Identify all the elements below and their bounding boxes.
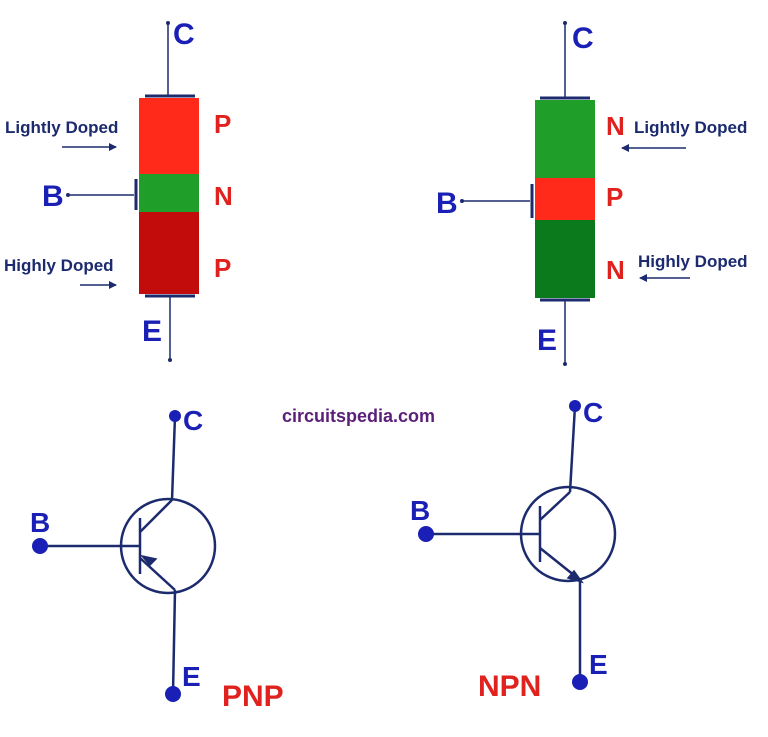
pnp-symbol-emitter-diagonal [139,557,176,591]
npn-block-layer-label-top: N [606,111,625,141]
npn-block-base-dot [460,199,464,203]
npn-block-diagram: C B E N P N Lightly Doped Highly Doped [436,21,748,366]
pnp-symbol-base-terminal [32,538,48,554]
npn-symbol: C B E NPN [410,397,617,703]
npn-symbol-name: NPN [478,670,541,703]
npn-symbol-collector-label: C [583,397,603,428]
pnp-block-layer-p-bottom [139,212,199,294]
npn-block-collector-dot [563,21,567,25]
npn-symbol-collector-terminal [569,400,581,412]
pnp-block-base-dot [66,193,70,197]
pnp-symbol-base-label: B [30,507,50,538]
npn-block-layer-label-bottom: N [606,255,625,285]
npn-block-emitter-dot [563,362,567,366]
pnp-symbol-collector-label: C [183,405,203,436]
pnp-block-emitter-dot [168,358,172,362]
pnp-block-collector-dot [166,21,170,25]
npn-block-lightly-doped-label: Lightly Doped [634,118,747,137]
pnp-symbol-name: PNP [222,680,284,713]
npn-symbol-emitter-arrow [566,569,584,584]
pnp-symbol-collector-terminal [169,410,181,422]
pnp-block-base-label: B [42,180,64,213]
npn-block-emitter-label: E [537,324,557,357]
pnp-symbol: C B E PNP [30,405,284,713]
npn-block-layer-label-middle: P [606,182,623,212]
pnp-block-layer-label-top: P [214,109,231,139]
pnp-block-collector-label: C [173,18,195,51]
website-label: circuitspedia.com [282,406,435,426]
pnp-symbol-emitter-arrow [139,554,158,567]
pnp-block-highly-doped-label: Highly Doped [4,256,114,275]
pnp-symbol-emitter-terminal [165,686,181,702]
pnp-block-diagram: C B E P N P Lightly Doped Highly Doped [4,18,233,362]
pnp-block-layer-label-middle: N [214,181,233,211]
npn-block-collector-label: C [572,22,594,55]
pnp-block-layer-p-top [139,98,199,174]
npn-block-layer-n-bottom [535,220,595,298]
pnp-block-lightly-doped-label: Lightly Doped [5,118,118,137]
npn-block-base-label: B [436,187,458,220]
pnp-symbol-emitter-label: E [182,661,201,692]
npn-symbol-collector-lead [568,405,577,493]
npn-symbol-emitter-label: E [589,649,608,680]
npn-block-layer-p [535,178,595,220]
pnp-symbol-collector-lead [170,415,177,501]
npn-symbol-emitter-terminal [572,674,588,690]
npn-symbol-base-label: B [410,495,430,526]
pnp-symbol-collector-diagonal [139,499,173,533]
npn-symbol-collector-diagonal [539,491,571,521]
npn-block-layer-n-top [535,100,595,178]
pnp-block-layer-label-bottom: P [214,253,231,283]
npn-block-highly-doped-label: Highly Doped [638,252,748,271]
pnp-symbol-emitter-lead [171,589,177,695]
pnp-block-layer-n [139,174,199,212]
npn-symbol-base-terminal [418,526,434,542]
pnp-block-emitter-label: E [142,315,162,348]
